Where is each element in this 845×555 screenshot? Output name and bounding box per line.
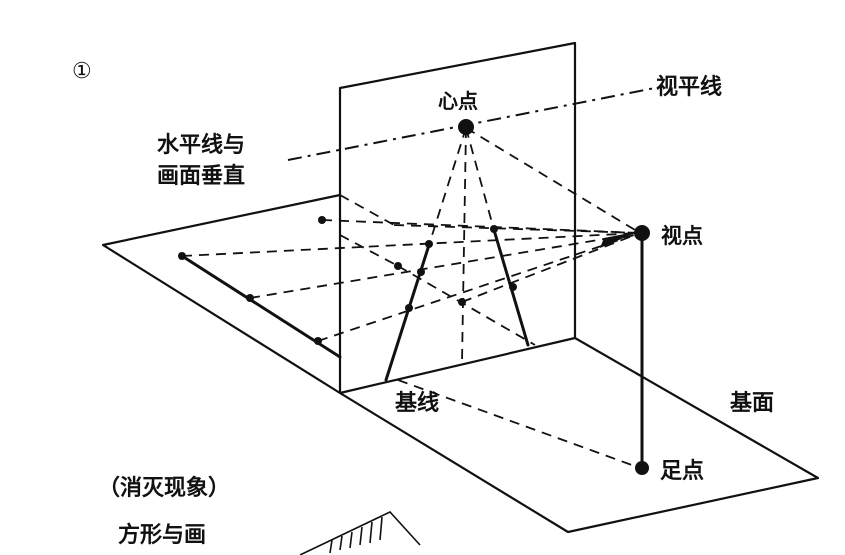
dashed-line-e: [339, 234, 399, 267]
ground-dot-1: [178, 252, 186, 260]
picture-dot-6: [458, 298, 466, 306]
figure-number: ①: [72, 59, 92, 84]
next-figure-fragment: [299, 511, 421, 555]
picture-dot-5: [405, 304, 413, 312]
ground-line-label: 基线: [395, 390, 439, 416]
sight-line-1: [181, 232, 641, 257]
picture-dot-7: [509, 283, 517, 291]
groundline-to-footpoint: [397, 379, 641, 469]
picture-dot-1: [425, 240, 433, 248]
sight-line-2: [249, 232, 641, 299]
perspective-side-left: [384, 243, 431, 382]
picture-dot-3: [394, 262, 402, 270]
foot-point-label: 足点: [660, 458, 704, 484]
ground-plane-label: 基面: [730, 391, 774, 416]
picture-dot-2: [490, 225, 498, 233]
center-to-viewpoint-line: [465, 127, 641, 234]
viewpoint-arrow: [600, 231, 640, 248]
center-point-dot: [458, 119, 474, 135]
dashed-line-a: [321, 219, 641, 234]
sight-line-3: [317, 232, 641, 342]
picture-dot-4: [417, 268, 425, 276]
note-line2-label: 画面垂直: [157, 163, 245, 189]
vanishing-line-right: [465, 127, 495, 231]
center-point-label: 心点: [438, 89, 478, 113]
foot-point-dot: [635, 461, 649, 475]
view-point-label: 视点: [661, 224, 703, 248]
ground-dot-2: [246, 294, 254, 302]
dashed-line-c: [393, 224, 641, 234]
dashed-line-f: [461, 232, 641, 303]
dashed-line-d: [397, 265, 536, 346]
caption-label: （消灭现象）: [98, 475, 230, 501]
ground-dot-4: [318, 216, 326, 224]
picture-plane-outline: [338, 41, 577, 395]
ground-square-edge: [180, 254, 342, 359]
subcaption-label: 方形与画: [118, 522, 206, 548]
view-point-dot: [634, 225, 650, 241]
horizon-line-label: 视平线: [656, 74, 722, 100]
center-vertical-line: [461, 127, 467, 363]
dashed-line-b: [339, 194, 395, 226]
ground-dot-3: [314, 337, 322, 345]
ground-plane-outline: [101, 193, 820, 534]
note-line1-label: 水平线与: [157, 132, 245, 158]
